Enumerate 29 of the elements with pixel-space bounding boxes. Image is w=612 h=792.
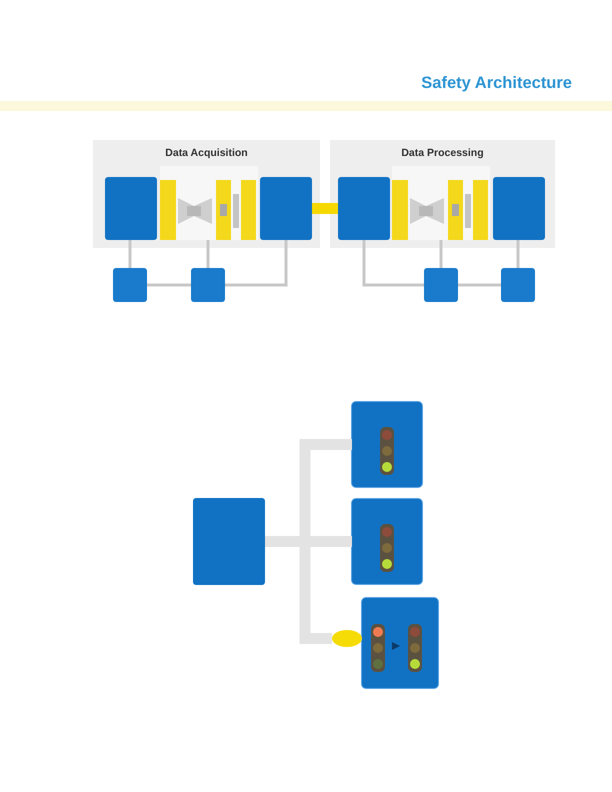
process-box <box>105 177 157 240</box>
page-title: Safety Architecture <box>421 74 572 93</box>
inner-panel <box>160 166 258 240</box>
connector <box>516 240 520 268</box>
connector <box>362 240 424 286</box>
panel-title: Data Processing <box>401 147 484 160</box>
device-box <box>113 268 147 302</box>
receiver-box <box>352 402 422 487</box>
group-panel <box>330 140 555 248</box>
connector <box>312 203 338 214</box>
process-box <box>193 498 265 585</box>
process-box <box>260 177 312 240</box>
process-box <box>493 177 545 240</box>
device-box <box>501 268 535 302</box>
connector <box>225 240 288 286</box>
panel-title: Data Acquisition <box>165 147 248 160</box>
device-box <box>424 268 458 302</box>
connector <box>440 240 442 268</box>
inner-panel <box>392 166 490 240</box>
connector <box>147 284 191 286</box>
connector <box>206 240 210 268</box>
connector <box>458 284 501 286</box>
receiver-box <box>352 499 422 584</box>
highlight-ellipse <box>332 630 362 647</box>
device-box <box>191 268 225 302</box>
receiver-box <box>362 598 438 688</box>
process-box <box>338 177 390 240</box>
group-panel <box>93 140 320 248</box>
connector <box>128 240 132 268</box>
